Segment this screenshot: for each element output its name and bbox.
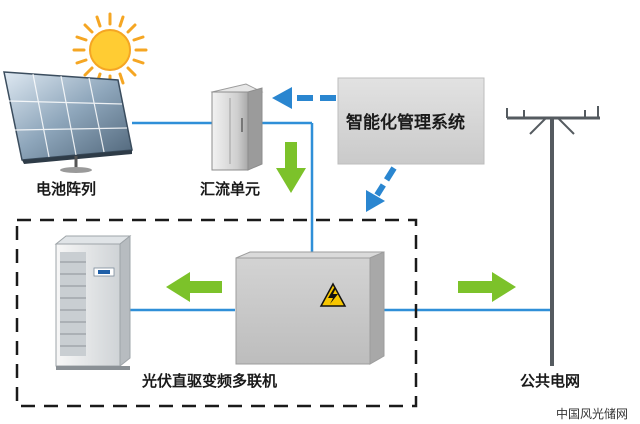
watermark: 中国风光储网 <box>556 406 628 421</box>
wiring <box>120 121 552 312</box>
management-system-label: 智能化管理系统 <box>346 112 465 133</box>
vrf-system-label: 光伏直驱变频多联机 <box>141 372 277 390</box>
pv-array-label: 电池阵列 <box>36 180 96 198</box>
power-arrow-to-grid <box>458 272 516 302</box>
power-arrow-down <box>276 142 306 193</box>
power-arrow-to-vrf <box>166 272 222 302</box>
combiner-cabinet-icon <box>210 83 264 171</box>
high-voltage-icon <box>319 282 347 307</box>
vrf-unit-icon <box>54 234 132 370</box>
management-system-box <box>337 77 485 165</box>
converter-box-icon <box>235 251 385 365</box>
combiner-label: 汇流单元 <box>200 180 260 198</box>
control-arrow-to-combiner <box>272 87 336 109</box>
utility-pole-icon <box>506 106 600 366</box>
control-arrow-to-converter <box>366 166 397 212</box>
solar-panel-icon <box>3 71 133 173</box>
grid-label: 公共电网 <box>520 372 580 390</box>
sun-icon <box>72 12 148 88</box>
system-enclosure <box>15 218 418 408</box>
